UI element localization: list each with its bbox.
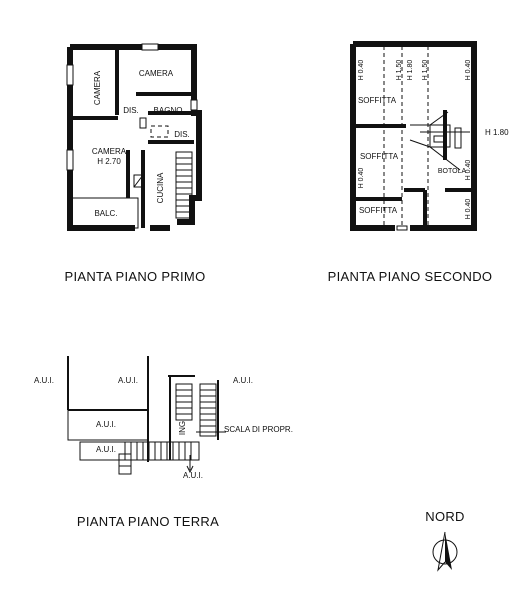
height-150-b: H 1.50 — [422, 60, 429, 81]
stairs-primo — [175, 151, 193, 219]
height-left-top: H 0.40 — [358, 60, 365, 81]
height-left-mid: H 0.40 — [358, 168, 365, 189]
height-right-top: H 0.40 — [465, 60, 472, 81]
room-bagno: BAGNO — [154, 106, 183, 115]
room-camera-top: CAMERA — [139, 69, 174, 78]
room-balc: BALC. — [94, 209, 117, 218]
aui-box — [67, 409, 149, 441]
label-ing: ING — [178, 421, 187, 435]
label-aui-1: A.U.I. — [34, 376, 54, 385]
bath-fixture — [150, 125, 169, 138]
room-cucina: CUCINA — [156, 172, 165, 203]
room-dis-2: DIS. — [174, 130, 190, 139]
room-camera-main: CAMERA — [92, 147, 127, 156]
label-aui-3: A.U.I. — [233, 376, 253, 385]
room-dis-1: DIS. — [123, 106, 139, 115]
room-soffitta-3: SOFFITTA — [359, 206, 398, 215]
plan-piano-primo: CAMERA CAMERA DIS. BAGNO DIS. CAMERA H 2… — [65, 43, 206, 284]
title-piano-primo: PIANTA PIANO PRIMO — [65, 269, 206, 284]
plan-piano-terra: A.U.I. A.U.I. A.U.I. A.U.I. A.U.I. A.U.I… — [34, 356, 293, 529]
balcony-outline — [69, 197, 139, 229]
label-aui-2: A.U.I. — [118, 376, 138, 385]
label-scala-propr: SCALA DI PROPR. — [224, 425, 293, 434]
height-150-a: H 1.50 — [396, 60, 403, 81]
botola-hatch — [409, 111, 470, 171]
height-180: H 1.80 — [407, 60, 414, 81]
chimney — [133, 174, 144, 188]
room-soffitta-2: SOFFITTA — [360, 152, 399, 161]
label-aui-4: A.U.I. — [96, 420, 116, 429]
title-piano-secondo: PIANTA PIANO SECONDO — [328, 269, 493, 284]
title-piano-terra: PIANTA PIANO TERRA — [77, 514, 219, 529]
north-label: NORD — [425, 509, 464, 524]
stairs-terra — [118, 383, 217, 475]
room-soffitta-1: SOFFITTA — [358, 96, 397, 105]
room-camera-main-height: H 2.70 — [97, 157, 121, 166]
height-right-bot: H 0.40 — [465, 199, 472, 220]
height-right-mid: H 0.40 — [465, 160, 472, 181]
north-needle-icon — [445, 532, 452, 570]
plan-piano-secondo: H 0.40 H 1.50 H 1.80 H 1.50 H 0.40 SOFFI… — [328, 41, 509, 284]
north-arrow: NORD — [425, 509, 464, 572]
label-aui-6: A.U.I. — [183, 471, 203, 480]
label-aui-5: A.U.I. — [96, 445, 116, 454]
label-botola: BOTOLA — [438, 168, 467, 175]
height-right-side: H 1.80 — [485, 128, 509, 137]
room-camera-left: CAMERA — [93, 70, 102, 105]
